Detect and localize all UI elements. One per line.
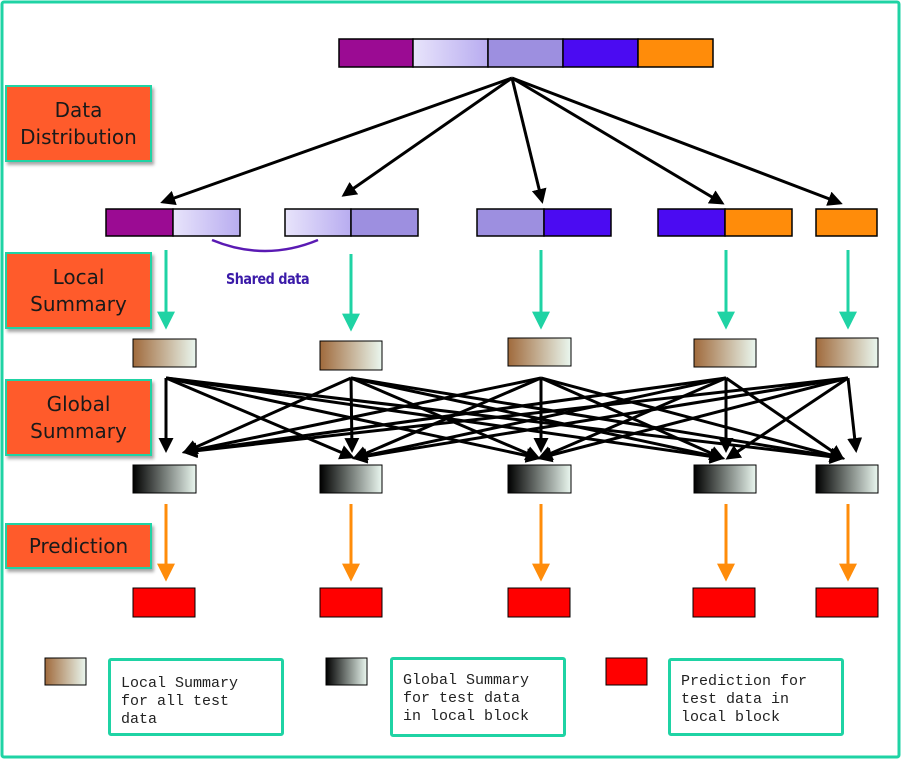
local-summary-box-3: [507, 337, 572, 367]
legend-swatch-global: [325, 657, 368, 686]
segment-4: [562, 38, 639, 68]
local-block-4: [657, 208, 793, 237]
local-block-3: [476, 208, 612, 237]
legend-local-summary: Local Summary for all test data: [108, 658, 284, 736]
distribution-arrows: [160, 76, 843, 206]
local-block-1: [105, 208, 241, 237]
distribution-arrow: [511, 76, 725, 205]
local-summary-box-1: [132, 338, 197, 368]
legend-swatch-prediction: [605, 657, 648, 686]
prediction-box-5: [815, 587, 879, 618]
global-exchange-arrows: [158, 376, 863, 465]
local-summary-box-2: [319, 340, 383, 371]
local-block-5: [815, 208, 878, 237]
shared-data-label: Shared data: [226, 270, 310, 288]
global-summary-box-5: [815, 464, 879, 494]
stage-label-prediction: Prediction: [5, 523, 152, 569]
stage-label-global-summary: Global Summary: [5, 379, 152, 456]
prediction-box-1: [132, 587, 196, 618]
legend-prediction: Prediction for test data in local block: [668, 658, 844, 736]
prediction-box-3: [507, 587, 571, 618]
legend-swatch-local: [44, 657, 87, 686]
prediction-arrows: [157, 504, 857, 582]
local-summary-arrows: [157, 250, 857, 332]
segment-1: [338, 38, 414, 68]
distribution-arrow: [511, 76, 843, 206]
shared-data-arc: [211, 238, 319, 253]
global-summary-box-3: [507, 464, 572, 494]
prediction-box-2: [319, 587, 383, 618]
legend-global-summary: Global Summary for test data in local bl…: [390, 657, 566, 737]
local-summary-box-5: [815, 337, 879, 368]
local-summary-box-4: [693, 338, 757, 368]
segment-5: [637, 38, 714, 68]
full-dataset-bar: [338, 38, 714, 68]
global-summary-box-4: [693, 464, 757, 494]
local-block-2: [284, 208, 419, 237]
segment-3: [487, 38, 564, 68]
distribution-arrow: [510, 77, 547, 204]
distribution-arrow: [341, 76, 513, 197]
global-summary-box-2: [319, 464, 383, 494]
global-summary-box-1: [132, 464, 197, 494]
stage-label-data-distribution: Data Distribution: [5, 85, 152, 162]
stage-label-local-summary: Local Summary: [5, 252, 152, 329]
distribution-arrow: [160, 76, 513, 206]
segment-2: [412, 38, 489, 68]
prediction-box-4: [692, 587, 756, 618]
